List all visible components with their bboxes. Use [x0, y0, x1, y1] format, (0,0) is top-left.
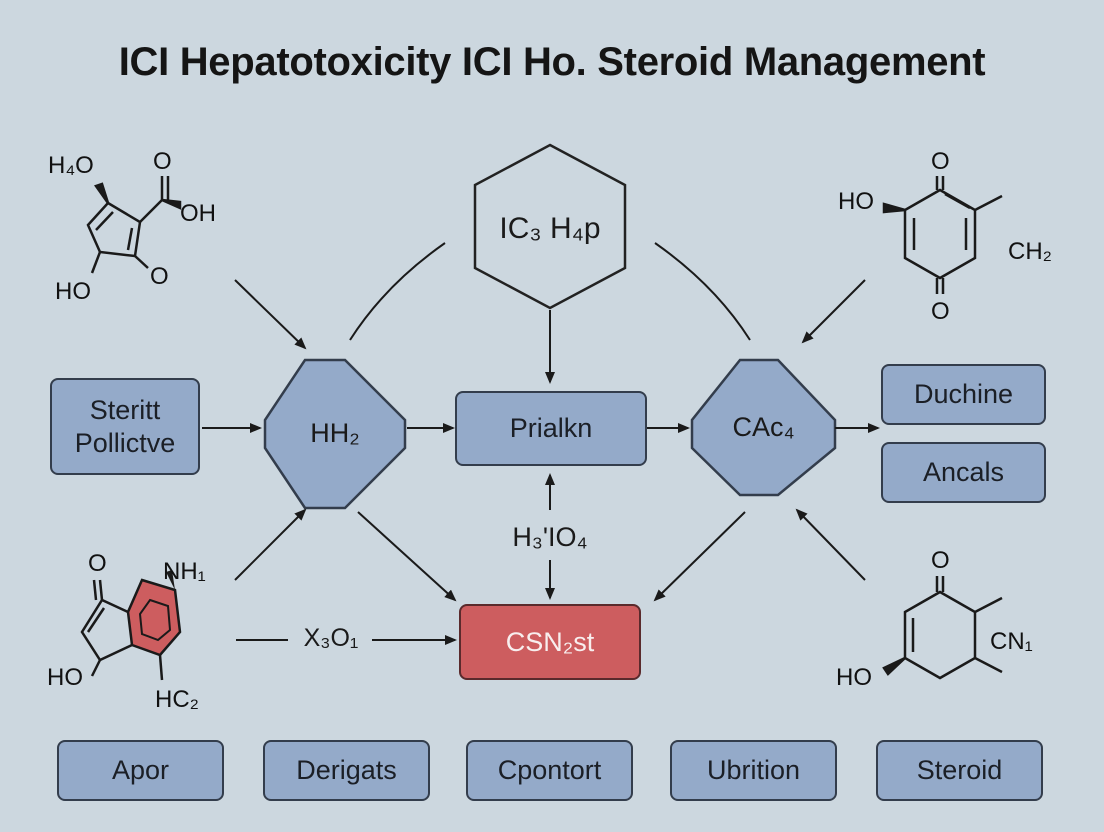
right-diamond-shape — [690, 358, 837, 497]
molecule-top-left — [86, 176, 182, 274]
duchine-box[interactable]: Duchine — [881, 364, 1046, 425]
steritt-line1: Steritt — [89, 395, 161, 426]
mol-tr-ho: HO — [838, 188, 874, 215]
mol-tl-ho: HO — [55, 278, 91, 305]
arrow-botright-mol-to-diamond — [795, 508, 866, 581]
arrow-botleft-mol-to-diamond — [234, 508, 307, 581]
csn-box[interactable]: CSN₂st — [459, 604, 641, 680]
bottom-box-ubrition[interactable]: Ubrition — [670, 740, 837, 801]
mol-bl-nh1: NH₁ — [163, 558, 206, 585]
mol-br-cn1: CN₁ — [990, 628, 1033, 655]
arrow-topleft-mol-to-diamond — [234, 279, 307, 350]
curve-hex-left — [349, 242, 446, 341]
h3io4-label: H₃'IO₄ — [512, 522, 588, 552]
curve-hex-right — [654, 242, 751, 341]
right-diamond-label: CAc₄ — [732, 412, 795, 442]
mol-bl-hc2: HC₂ — [155, 686, 199, 713]
arrow-diamond-to-csn — [357, 511, 457, 602]
mol-tl-oh: OH — [180, 200, 216, 227]
ancals-box[interactable]: Ancals — [881, 442, 1046, 503]
mol-tr-ch2: CH₂ — [1008, 238, 1052, 265]
arrow-topright-mol-to-diamond — [801, 279, 866, 344]
diagram-title: ICI Hepatotoxicity ICI Ho. Steroid Manag… — [118, 40, 986, 84]
molecule-top-right — [882, 176, 1003, 294]
left-diamond-label: HH₂ — [310, 418, 360, 448]
mol-tr-o2: O — [931, 298, 950, 325]
x3o1-label: X₃O₁ — [303, 624, 359, 652]
arrow-rightdiamond-to-csn — [653, 511, 746, 602]
left-diamond-shape — [263, 358, 407, 510]
mol-bl-ho: HO — [47, 664, 83, 691]
molecule-bottom-left — [80, 570, 182, 681]
steritt-line2: Pollictve — [74, 427, 176, 458]
center-hexagon — [473, 143, 627, 310]
bottom-box-apor[interactable]: Apor — [57, 740, 224, 801]
bottom-box-cpontort[interactable]: Cpontort — [466, 740, 633, 801]
mol-tr-o: O — [931, 148, 950, 175]
prialkn-box[interactable]: Prialkn — [455, 391, 647, 466]
mol-br-o: O — [931, 547, 950, 574]
steritt-pollictve-box[interactable]: Steritt Pollictve — [50, 378, 200, 475]
mol-tl-o2: O — [150, 263, 169, 290]
mol-bl-o: O — [88, 550, 107, 577]
bottom-box-derigats[interactable]: Derigats — [263, 740, 430, 801]
mol-tl-o: O — [153, 148, 172, 175]
hexagon-label: IC₃ H₄p — [499, 212, 601, 245]
mol-tl-h4o: H₄O — [48, 152, 94, 179]
molecule-bottom-right — [882, 576, 1003, 680]
mol-br-ho: HO — [836, 664, 872, 691]
bottom-box-steroid[interactable]: Steroid — [876, 740, 1043, 801]
